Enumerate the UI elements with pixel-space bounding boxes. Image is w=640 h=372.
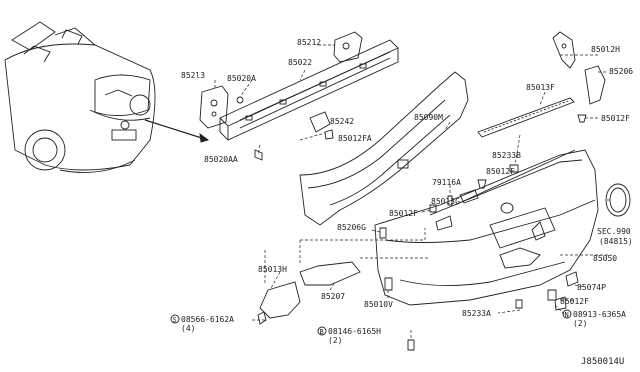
clip-85233a: [515, 299, 523, 309]
fuel-lid-inner: [609, 187, 627, 213]
label-85020a: 85020A: [227, 74, 256, 83]
label-85212: 85212: [297, 38, 322, 47]
bracket-85212: [333, 31, 363, 63]
reflector-85074p: [565, 271, 579, 287]
clip-85012f-bot: [547, 289, 557, 301]
reinforcement-beam: [219, 39, 399, 141]
strip-detail: [483, 100, 569, 133]
label-sec990: SEC.990: [597, 227, 631, 236]
label-85010v: 85010V: [364, 300, 393, 309]
label-85012fa: 85012FA: [338, 134, 372, 143]
bolt-85010v: [384, 277, 393, 291]
bracket-85012h: [552, 31, 576, 69]
label-85242: 85242: [330, 117, 355, 126]
label-85213: 852l3: [181, 71, 206, 80]
label-85013g: 85013G: [431, 197, 460, 206]
label-85050: 85050: [593, 254, 618, 263]
bracket-hole-3: [211, 111, 217, 117]
label-85022: 85022: [288, 58, 313, 67]
energy-absorber: [299, 71, 469, 226]
bracket-85213: [199, 85, 229, 129]
svg-text:S: S: [173, 316, 177, 324]
label-bolt-08566: 08566-6162A: [181, 315, 234, 324]
label-79116a: 79116A: [432, 178, 461, 187]
label-bolt-08146-qty: (2): [328, 336, 343, 345]
code-marker-n: [562, 309, 572, 319]
bolt-85020a: [236, 96, 244, 104]
bracket-h-hole: [561, 43, 567, 49]
label-85012f-top: 85012F: [601, 114, 630, 123]
strip-85013f: [477, 97, 575, 138]
leader-lines: [214, 44, 612, 340]
label-85012h: 850l2H: [591, 45, 620, 54]
clip-85206g: [379, 227, 387, 239]
label-nut-08913-qty: (2): [573, 319, 588, 328]
bolt-85020aa: [254, 149, 263, 161]
bolt-08566: [257, 311, 267, 325]
bolt-08146: [407, 339, 415, 351]
nut-08913: [554, 296, 567, 311]
clip-85012f-mid: [477, 179, 487, 189]
label-85206g: 85206G: [337, 223, 366, 232]
label-85233b: 85233B: [492, 151, 521, 160]
bracket-hole: [342, 42, 350, 50]
label-85233a: 85233A: [462, 309, 491, 318]
pointer-arrow: [144, 119, 209, 141]
clip-79116a: [447, 195, 453, 206]
code-marker-b: [317, 326, 327, 336]
label-85074p: 85074P: [577, 283, 606, 292]
label-nut-08913: 08913-6365A: [573, 310, 626, 319]
label-85020aa: 85020AA: [204, 155, 238, 164]
bracket-85206: [584, 65, 606, 105]
car-illustration: [4, 21, 156, 173]
fuel-lid: [605, 183, 631, 217]
clip-85012f-left: [429, 204, 437, 213]
bracket-85013h: [259, 281, 301, 319]
label-85012f-bot: 85012F: [560, 297, 589, 306]
label-bolt-08566-qty: (4): [181, 324, 196, 333]
label-85012f-left: 85012F: [389, 209, 418, 218]
label-85206: 85206: [609, 67, 634, 76]
diagram-code: J850014U: [581, 357, 625, 367]
label-85090m: 85090M: [414, 113, 443, 122]
label-85012f-mid: 85012F: [486, 167, 515, 176]
svg-text:B: B: [320, 328, 324, 336]
label-sec990-sub: (84815): [599, 237, 633, 246]
svg-text:N: N: [565, 311, 569, 319]
bracket-85207: [299, 261, 361, 286]
bracket-hole-2: [210, 99, 218, 107]
bracket-85242: [309, 111, 331, 133]
label-bolt-08146: 08146-6165H: [328, 327, 381, 336]
label-85207: 85207: [321, 292, 346, 301]
clip-85012fa: [324, 129, 334, 140]
clip-85012f-top: [577, 114, 587, 123]
label-85013f: 85013F: [526, 83, 555, 92]
label-85013h: 85013H: [258, 265, 287, 274]
code-marker-s: [170, 314, 180, 324]
arrow-head: [199, 133, 209, 143]
